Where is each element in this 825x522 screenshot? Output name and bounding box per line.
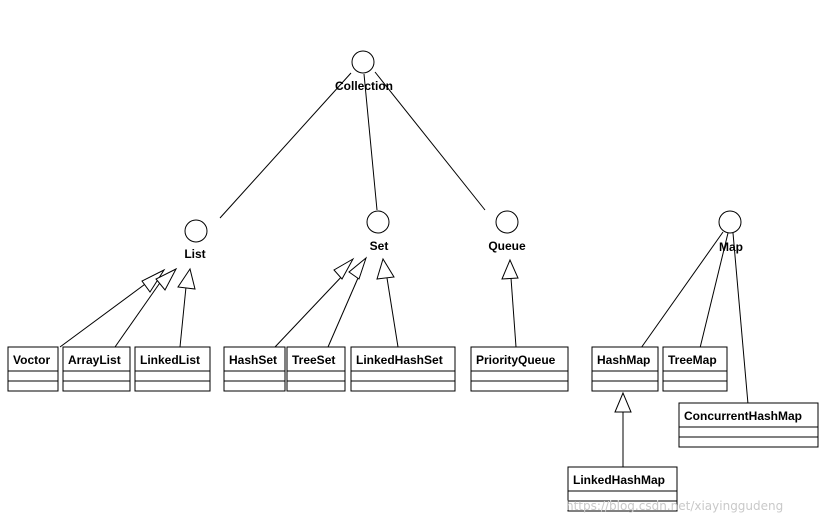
concurrenthashmap-class-name: ConcurrentHashMap [684,409,802,423]
linkedlist-class-name: LinkedList [140,353,200,367]
class-linkedlist: LinkedList [134,346,211,392]
class-linkedhashmap: LinkedHashMap [567,466,678,512]
set-label: Set [370,239,389,253]
linkedhashmap-arrowhead-icon [614,391,632,413]
class-box [678,402,819,448]
collection-interface-icon [351,50,375,74]
class-box [662,346,728,392]
priorityqueue-arrowhead-icon [501,258,519,280]
map-to-hashmap-line [640,231,724,349]
interface-circles [184,50,742,243]
linkedhashset-class-name: LinkedHashSet [356,353,443,367]
priorityqueue-class-name: PriorityQueue [476,353,556,367]
queue-interface-icon [495,210,519,234]
class-box [7,346,59,392]
linkedlist-arrowhead-icon [177,267,196,290]
arraylist-arrowhead-icon [155,267,178,291]
map-interface-icon [718,210,742,234]
treeset-class-name: TreeSet [292,353,335,367]
linkedhashmap-class-name: LinkedHashMap [573,473,665,487]
vector-class-name: Voctor [13,353,50,367]
linkedhashset-to-set-line [386,277,399,348]
set-interface-icon [366,210,390,234]
watermark-text: https://blog.csdn.net/xiayinggudeng [566,499,783,513]
hashmap-class-name: HashMap [597,353,650,367]
class-box [286,346,346,392]
priorityqueue-to-queue-line [510,277,517,348]
collection-to-list-line [219,72,352,219]
class-box [223,346,286,392]
class-linkedhashset: LinkedHashSet [350,346,456,392]
class-box [350,346,456,392]
map-to-treemap-line [699,232,729,349]
class-hashset: HashSet [223,346,286,392]
generalization-lines [59,272,624,467]
hashset-arrowhead-icon [333,257,355,280]
treeset-to-set-line [327,277,359,348]
class-hashmap: HashMap [591,346,659,392]
class-box [470,346,569,392]
class-box [134,346,211,392]
class-box [567,466,678,512]
class-concurrenthashmap: ConcurrentHashMap [678,402,819,448]
treemap-class-name: TreeMap [668,353,717,367]
linkedhashset-arrowhead-icon [376,257,395,280]
map-label: Map [719,240,743,254]
map-to-concurrenthashmap-line [732,232,749,405]
collection-to-set-line [363,73,378,211]
hashset-class-name: HashSet [229,353,277,367]
class-arraylist: ArrayList [62,346,131,392]
collection-label: Collection [335,79,393,93]
arraylist-class-name: ArrayList [68,353,121,367]
hashset-to-set-line [274,272,346,348]
class-vector: Voctor [7,346,59,392]
list-label: List [184,247,205,261]
class-treeset: TreeSet [286,346,346,392]
class-treemap: TreeMap [662,346,728,392]
collection-to-queue-line [374,71,486,211]
association-lines [219,71,749,405]
treeset-arrowhead-icon [348,256,368,280]
linkedlist-to-list-line [179,286,187,348]
list-interface-icon [184,219,208,243]
arrowheads [141,256,632,413]
class-box [62,346,131,392]
vector-to-list-line [59,275,157,348]
class-box [591,346,659,392]
class-priorityqueue: PriorityQueue [470,346,569,392]
arraylist-to-list-line [114,276,165,348]
queue-label: Queue [488,239,526,253]
